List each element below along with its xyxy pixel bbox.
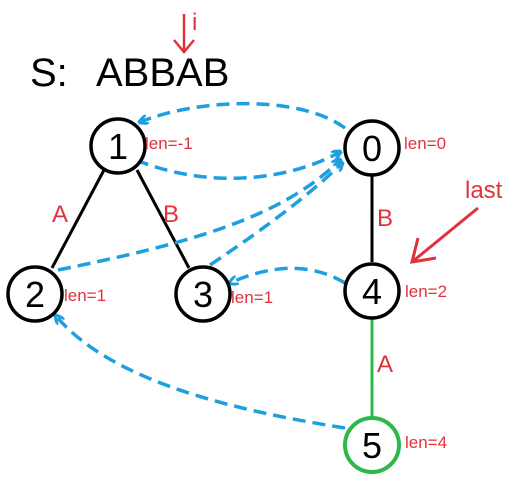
suffix-link-1-0 — [135, 152, 340, 180]
node-0: 0 — [343, 119, 401, 177]
node-5-id: 5 — [362, 425, 382, 466]
node-3-id: 3 — [193, 274, 213, 315]
suffix-link-2-0 — [57, 160, 340, 272]
edge-1-3 — [135, 169, 191, 269]
suffix-link-4-3 — [230, 266, 346, 283]
edge-label-1-3: B — [163, 201, 179, 228]
edge-label-0-4: B — [377, 205, 393, 232]
last-label: last — [465, 177, 503, 204]
node-5-len: len=4 — [405, 433, 447, 452]
string-value: ABBAB — [96, 51, 229, 95]
pointer-i-label: i — [192, 9, 197, 36]
last-pointer-arrow — [409, 206, 479, 264]
suffix-link-5-2 — [56, 316, 346, 430]
suffix-link-0-1 — [140, 101, 347, 130]
node-1-id: 1 — [108, 126, 128, 167]
node-1: 1 — [89, 117, 147, 175]
edge-1-2 — [50, 169, 106, 269]
node-1-len: len=-1 — [145, 134, 193, 153]
node-4-id: 4 — [362, 271, 382, 312]
node-3: 3 — [174, 265, 232, 323]
node-4-len: len=2 — [405, 282, 447, 301]
node-0-id: 0 — [362, 128, 382, 169]
node-3-len: len=1 — [231, 288, 273, 307]
edge-label-4-5: A — [377, 351, 393, 378]
string-label: S: — [30, 51, 68, 95]
node-4: 4 — [343, 262, 401, 320]
node-0-len: len=0 — [404, 134, 446, 153]
pointer-i-arrow — [173, 14, 195, 54]
node-2: 2 — [6, 265, 64, 323]
node-2-id: 2 — [25, 274, 45, 315]
node-2-len: len=1 — [64, 286, 106, 305]
node-5: 5 — [343, 416, 401, 474]
suffix-link-3-0 — [209, 163, 342, 267]
edge-label-1-2: A — [52, 201, 68, 228]
